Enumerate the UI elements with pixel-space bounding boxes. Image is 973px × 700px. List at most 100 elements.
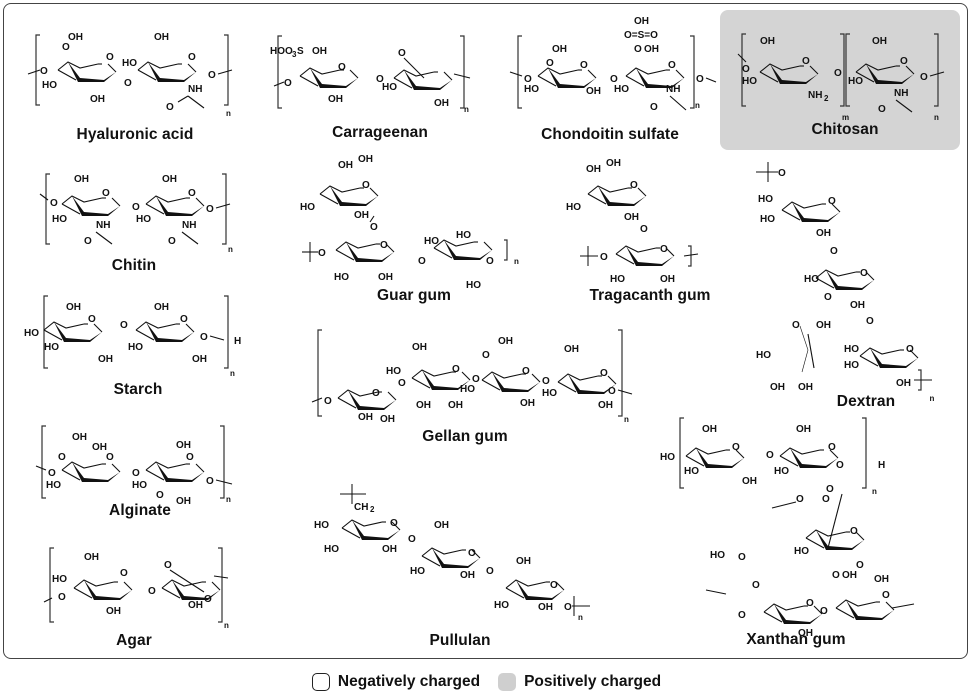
label-gellan-gum: Gellan gum	[422, 428, 508, 445]
svg-text:OH: OH	[412, 342, 427, 353]
svg-text:O: O	[550, 580, 558, 591]
svg-text:OH: OH	[770, 382, 785, 393]
svg-text:O: O	[124, 78, 132, 89]
svg-text:n: n	[872, 487, 877, 496]
label-carrageenan: Carrageenan	[332, 124, 428, 141]
svg-text:O: O	[206, 476, 214, 487]
label-chondroitin-sulfate: Chondoitin sulfate	[541, 126, 679, 143]
svg-text:OH: OH	[516, 556, 531, 567]
svg-text:OH: OH	[154, 302, 169, 313]
svg-text:n: n	[514, 257, 519, 266]
svg-text:HO: HO	[844, 344, 859, 355]
svg-text:O: O	[206, 204, 214, 215]
svg-text:n: n	[224, 621, 229, 630]
svg-text:O: O	[640, 224, 648, 235]
svg-text:n: n	[226, 109, 231, 118]
svg-text:HO: HO	[610, 274, 625, 285]
svg-text:OH: OH	[564, 344, 579, 355]
svg-text:O: O	[338, 62, 346, 73]
svg-text:O: O	[208, 70, 216, 81]
svg-text:O: O	[906, 344, 914, 355]
svg-text:O: O	[370, 222, 378, 233]
svg-text:OH: OH	[896, 378, 911, 389]
svg-text:3: 3	[292, 50, 297, 59]
svg-text:OH: OH	[448, 400, 463, 411]
svg-text:HO: HO	[758, 194, 773, 205]
svg-text:OH: OH	[850, 300, 865, 311]
svg-text:OH: OH	[74, 174, 89, 185]
svg-text:OH: OH	[498, 336, 513, 347]
svg-text:HO: HO	[456, 230, 471, 241]
svg-text:O: O	[882, 590, 890, 601]
svg-text:OH: OH	[760, 36, 775, 47]
svg-text:OH: OH	[816, 320, 831, 331]
svg-text:O: O	[486, 256, 494, 267]
label-chitosan: Chitosan	[811, 121, 879, 138]
svg-text:O: O	[40, 66, 48, 77]
svg-text:HO: HO	[760, 214, 775, 225]
svg-text:OH: OH	[90, 94, 105, 105]
svg-text:O: O	[324, 396, 332, 407]
svg-text:O: O	[608, 386, 616, 397]
legend-swatch-positive	[498, 673, 517, 691]
svg-text:O: O	[634, 44, 642, 55]
svg-text:HO: HO	[804, 274, 819, 285]
svg-text:O: O	[878, 104, 886, 115]
svg-text:O: O	[742, 64, 750, 75]
svg-text:O: O	[806, 598, 814, 609]
svg-text:O: O	[610, 74, 618, 85]
svg-text:OH: OH	[66, 302, 81, 313]
svg-text:O: O	[600, 368, 608, 379]
svg-text:O: O	[696, 74, 704, 85]
svg-text:O: O	[828, 442, 836, 453]
svg-text:O: O	[824, 292, 832, 303]
svg-text:OH: OH	[328, 94, 343, 105]
svg-text:HO: HO	[334, 272, 349, 283]
svg-text:OH: OH	[72, 432, 87, 443]
svg-text:O: O	[120, 320, 128, 331]
legend-label-negative: Negatively charged	[337, 673, 481, 690]
svg-text:CH: CH	[354, 502, 368, 513]
label-tragacanth-gum: Tragacanth gum	[589, 287, 711, 304]
svg-text:O: O	[802, 56, 810, 67]
svg-text:OH: OH	[644, 44, 659, 55]
svg-text:OH: OH	[520, 398, 535, 409]
svg-text:O: O	[826, 484, 834, 495]
svg-text:OH: OH	[842, 570, 857, 581]
svg-text:n: n	[624, 415, 629, 424]
svg-text:O: O	[180, 314, 188, 325]
svg-text:O: O	[766, 450, 774, 461]
svg-text:O: O	[472, 374, 480, 385]
svg-text:HO: HO	[410, 566, 425, 577]
svg-text:O: O	[738, 552, 746, 563]
svg-text:O: O	[600, 252, 608, 263]
svg-text:OH: OH	[354, 210, 369, 221]
svg-text:HO: HO	[52, 574, 67, 585]
svg-text:OH: OH	[816, 228, 831, 239]
svg-text:O: O	[88, 314, 96, 325]
svg-text:O: O	[168, 236, 176, 247]
svg-text:OH: OH	[598, 400, 613, 411]
svg-text:OH: OH	[624, 212, 639, 223]
svg-text:OH: OH	[660, 274, 675, 285]
svg-text:OH: OH	[92, 442, 107, 453]
svg-text:HO: HO	[542, 388, 557, 399]
svg-text:O: O	[376, 74, 384, 85]
svg-text:OH: OH	[382, 544, 397, 555]
svg-text:O: O	[318, 248, 326, 259]
svg-text:HO: HO	[466, 280, 481, 291]
svg-text:O: O	[482, 350, 490, 361]
svg-text:O: O	[920, 72, 928, 83]
svg-text:O: O	[204, 594, 212, 605]
svg-text:S: S	[297, 46, 304, 57]
svg-text:HO: HO	[46, 480, 61, 491]
svg-text:O: O	[188, 188, 196, 199]
svg-text:O: O	[542, 376, 550, 387]
dextran-structure: O HO HO O OH O HO O O OH O O OH HO OH OH…	[756, 162, 932, 393]
svg-text:OH: OH	[460, 570, 475, 581]
svg-text:O: O	[148, 586, 156, 597]
svg-text:H: H	[234, 336, 241, 347]
svg-text:HO: HO	[42, 80, 57, 91]
label-hyaluronic-acid: Hyaluronic acid	[76, 126, 194, 143]
